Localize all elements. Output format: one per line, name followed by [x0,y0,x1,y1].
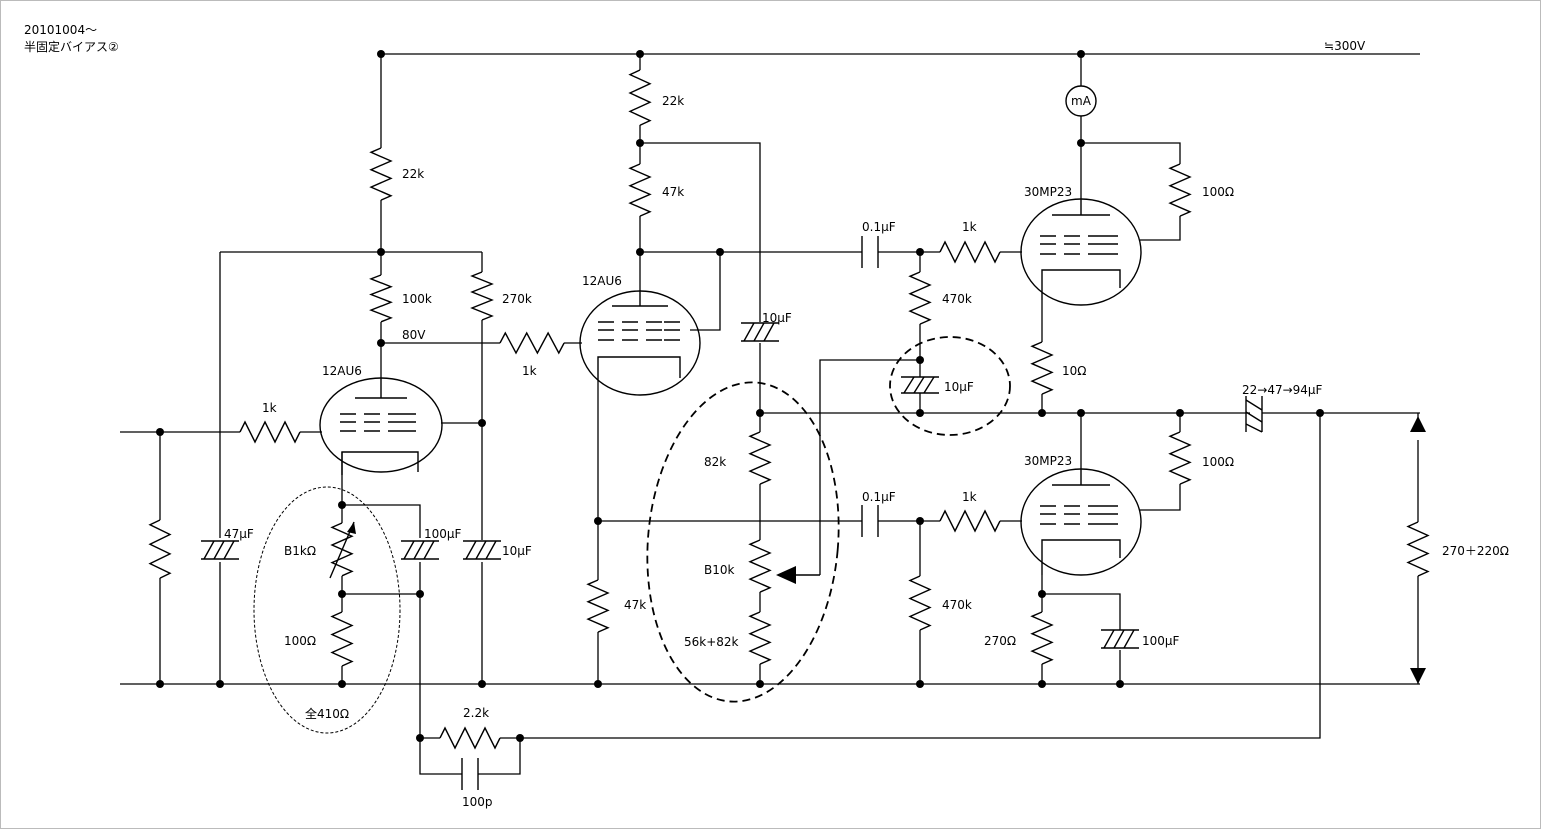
cap-output [1245,396,1263,433]
label-tube-v4: 30MP23 [1024,454,1072,468]
label-2-2k: 2.2k [463,706,489,720]
electrolytic-capacitors [201,322,1263,649]
header-date: 20101004～ [24,23,97,37]
resistor-100-bot [1168,431,1192,485]
label-100-bot: 100Ω [1202,455,1234,469]
junction-dots [156,50,1324,742]
resistor-22k-mid [628,69,652,126]
label-270k: 270k [502,292,532,306]
label-1k-input: 1k [262,401,277,415]
label-100p: 100p [462,795,493,809]
cap-10uF-left [463,540,501,560]
label-100-left: 100Ω [284,634,316,648]
resistor-470k-top [908,271,932,325]
resistor-270 [1030,611,1054,665]
resistor-vr-b10k [748,539,772,593]
resistor-22k-left [369,147,393,201]
label-10uF-mid: 10μF [762,311,792,325]
label-01uF-top: 0.1μF [862,220,896,234]
wiring [120,53,1420,775]
resistor-input-shunt [148,519,172,579]
label-b10k: B10k [704,563,735,577]
tube-v1 [319,377,443,475]
resistor-load [1406,521,1430,577]
label-tube-v2: 12AU6 [582,274,622,288]
cap-01uF-bot [861,505,879,537]
resistor-1k-input [239,420,301,444]
label-10uF-circled: 10μF [944,380,974,394]
label-tube-v3: 30MP23 [1024,185,1072,199]
resistor-1k-top [939,240,1001,264]
resistor-1k-bot [939,509,1001,533]
resistor-100k [369,274,393,323]
resistor-47k-mid [628,163,652,217]
tube-v4 [1020,468,1142,576]
label-100uF-left: 100μF [424,527,462,541]
cap-100p [461,758,479,790]
label-load: 270＋220Ω [1442,544,1509,558]
pot-b10k-wiper-arrow [776,566,796,584]
label-10uF-left: 10μF [502,544,532,558]
label-total-410: 全410Ω [305,706,349,721]
cap-100uF-bot [1101,629,1139,649]
resistor-470k-bot [908,575,932,631]
label-100uF-bot: 100μF [1142,634,1180,648]
label-47uF: 47μF [224,527,254,541]
circle-bypass-cap [889,336,1011,436]
resistor-1k-grid-v2 [499,331,565,355]
resistor-270k [470,271,494,321]
resistor-82k [748,431,772,485]
resistor-2-2k [439,726,501,750]
label-47k-mid: 47k [662,185,684,199]
label-10: 10Ω [1062,364,1086,378]
label-47k-cathode: 47k [624,598,646,612]
resistors [148,69,1430,750]
label-22k-left: 22k [402,167,424,181]
label-100k: 100k [402,292,432,306]
label-1k-grid: 1k [522,364,537,378]
label-56k-82k: 56k+82k [684,635,739,649]
milliammeter: mA [1065,85,1097,117]
cap-100uF-left [401,540,439,560]
tube-v2 [579,290,701,396]
tube-v3 [1020,198,1142,306]
cap-47uF [201,540,239,560]
cap-01uF-top [861,236,879,268]
label-b1k: B1kΩ [284,544,316,558]
label-output-cap: 22→47→94μF [1242,383,1323,397]
film-capacitors [461,236,879,790]
header-title: 半固定バイアス② [24,39,119,54]
resistor-47k-cathode [586,579,610,633]
label-270: 270Ω [984,634,1016,648]
cap-10uF-circled [901,376,939,394]
label-82k: 82k [704,455,726,469]
component-labels: ≒300V 12AU6 12AU6 30MP23 30MP23 22k 100k… [224,39,1509,809]
resistor-56k-82k [748,611,772,665]
label-470k-bot: 470k [942,598,972,612]
milliammeter-label: mA [1071,94,1092,108]
label-80v: 80V [402,328,426,342]
circle-bias-divider [646,381,840,703]
resistor-100-top [1168,163,1192,217]
resistor-100-left [330,611,354,667]
label-1k-bot: 1k [962,490,977,504]
label-tube-v1: 12AU6 [322,364,362,378]
label-01uF-bot: 0.1μF [862,490,896,504]
label-100-top: 100Ω [1202,185,1234,199]
cap-10uF-mid [741,322,779,342]
resistor-10 [1030,341,1054,395]
label-470k-top: 470k [942,292,972,306]
label-1k-top: 1k [962,220,977,234]
pot-arrows [329,521,820,584]
label-supply: ≒300V [1324,39,1366,53]
circle-cathode-network [253,486,401,734]
load-arrows [1410,416,1426,684]
label-22k-mid: 22k [662,94,684,108]
